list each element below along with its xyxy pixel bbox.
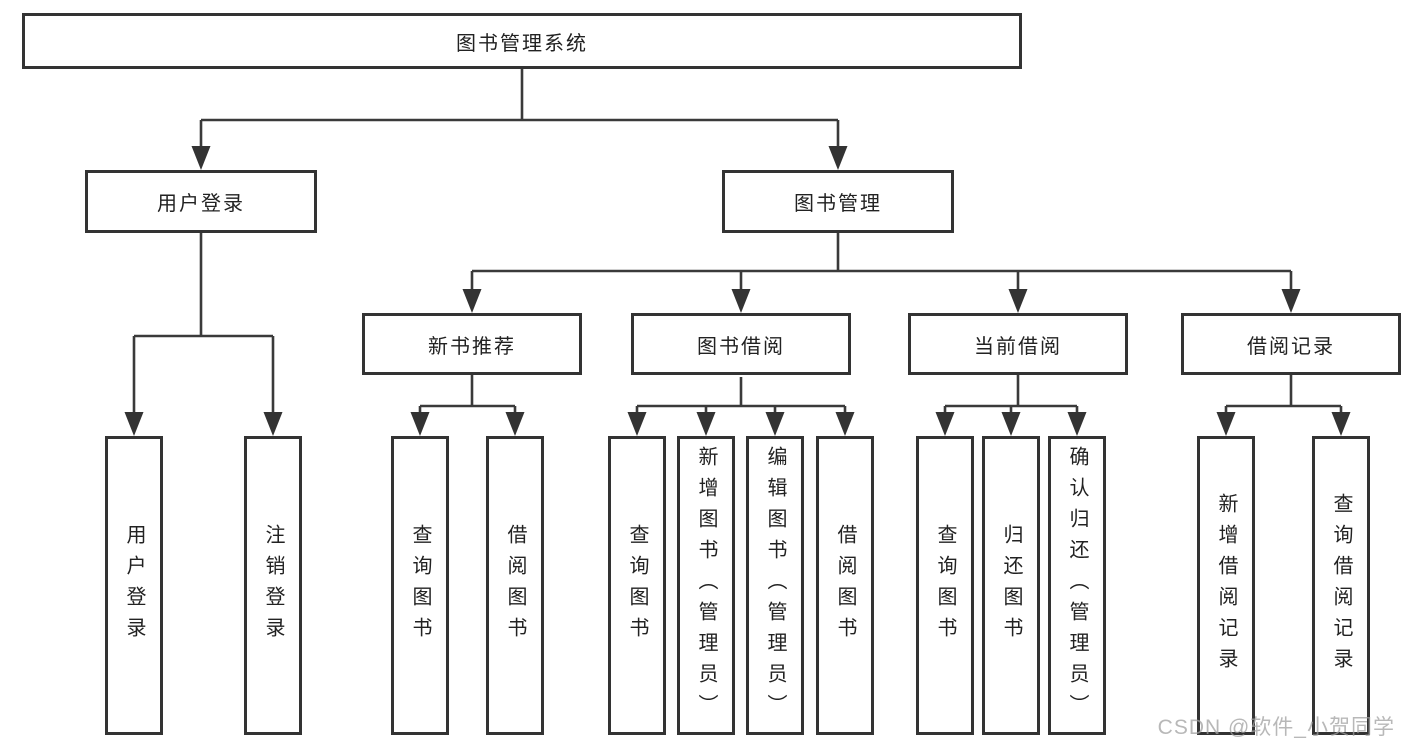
leaf-add-book-admin-label: 新增图书（管理员）	[695, 446, 717, 725]
leaf-borrow-query-book: 查询图书	[608, 436, 666, 735]
leaf-edit-book-admin: 编辑图书（管理员）	[746, 436, 804, 735]
node-current-borrow: 当前借阅	[908, 313, 1128, 375]
leaf-logout-label: 注销登录	[262, 523, 284, 648]
connector-book-borrow	[635, 377, 847, 420]
leaf-user-login: 用户登录	[105, 436, 163, 735]
leaf-borrow-query-book-label: 查询图书	[626, 523, 648, 648]
leaf-current-query-book: 查询图书	[916, 436, 974, 735]
leaf-add-borrow-record-label: 新增借阅记录	[1215, 492, 1237, 679]
connector-book-management	[470, 233, 1293, 296]
leaf-logout: 注销登录	[244, 436, 302, 735]
leaf-return-book-label: 归还图书	[1000, 523, 1022, 648]
leaf-current-query-book-label: 查询图书	[934, 523, 956, 648]
connector-root	[199, 69, 840, 152]
connector-borrow-records	[1224, 375, 1343, 420]
node-book-management: 图书管理	[722, 170, 954, 233]
leaf-recommend-borrow-book: 借阅图书	[486, 436, 544, 735]
leaf-add-book-admin: 新增图书（管理员）	[677, 436, 735, 735]
leaf-return-book: 归还图书	[982, 436, 1040, 735]
connector-new-book-recommend	[418, 375, 517, 420]
leaf-user-login-label: 用户登录	[123, 523, 145, 648]
leaf-query-borrow-record-label: 查询借阅记录	[1330, 492, 1352, 679]
node-borrow-records: 借阅记录	[1181, 313, 1401, 375]
node-new-book-recommend: 新书推荐	[362, 313, 582, 375]
leaf-edit-book-admin-label: 编辑图书（管理员）	[764, 446, 786, 725]
leaf-borrow-book-label: 借阅图书	[834, 523, 856, 648]
leaf-confirm-return-admin: 确认归还（管理员）	[1048, 436, 1106, 735]
connector-user-login	[132, 233, 275, 418]
node-book-borrow: 图书借阅	[631, 313, 851, 375]
leaf-recommend-query-book-label: 查询图书	[409, 523, 431, 648]
leaf-borrow-book: 借阅图书	[816, 436, 874, 735]
node-library-system: 图书管理系统	[22, 13, 1022, 69]
node-user-login: 用户登录	[85, 170, 317, 233]
leaf-recommend-borrow-book-label: 借阅图书	[504, 523, 526, 648]
leaf-add-borrow-record: 新增借阅记录	[1197, 436, 1255, 735]
leaf-confirm-return-admin-label: 确认归还（管理员）	[1066, 446, 1088, 725]
leaf-recommend-query-book: 查询图书	[391, 436, 449, 735]
arrowheads	[124, 146, 1351, 436]
leaf-query-borrow-record: 查询借阅记录	[1312, 436, 1370, 735]
